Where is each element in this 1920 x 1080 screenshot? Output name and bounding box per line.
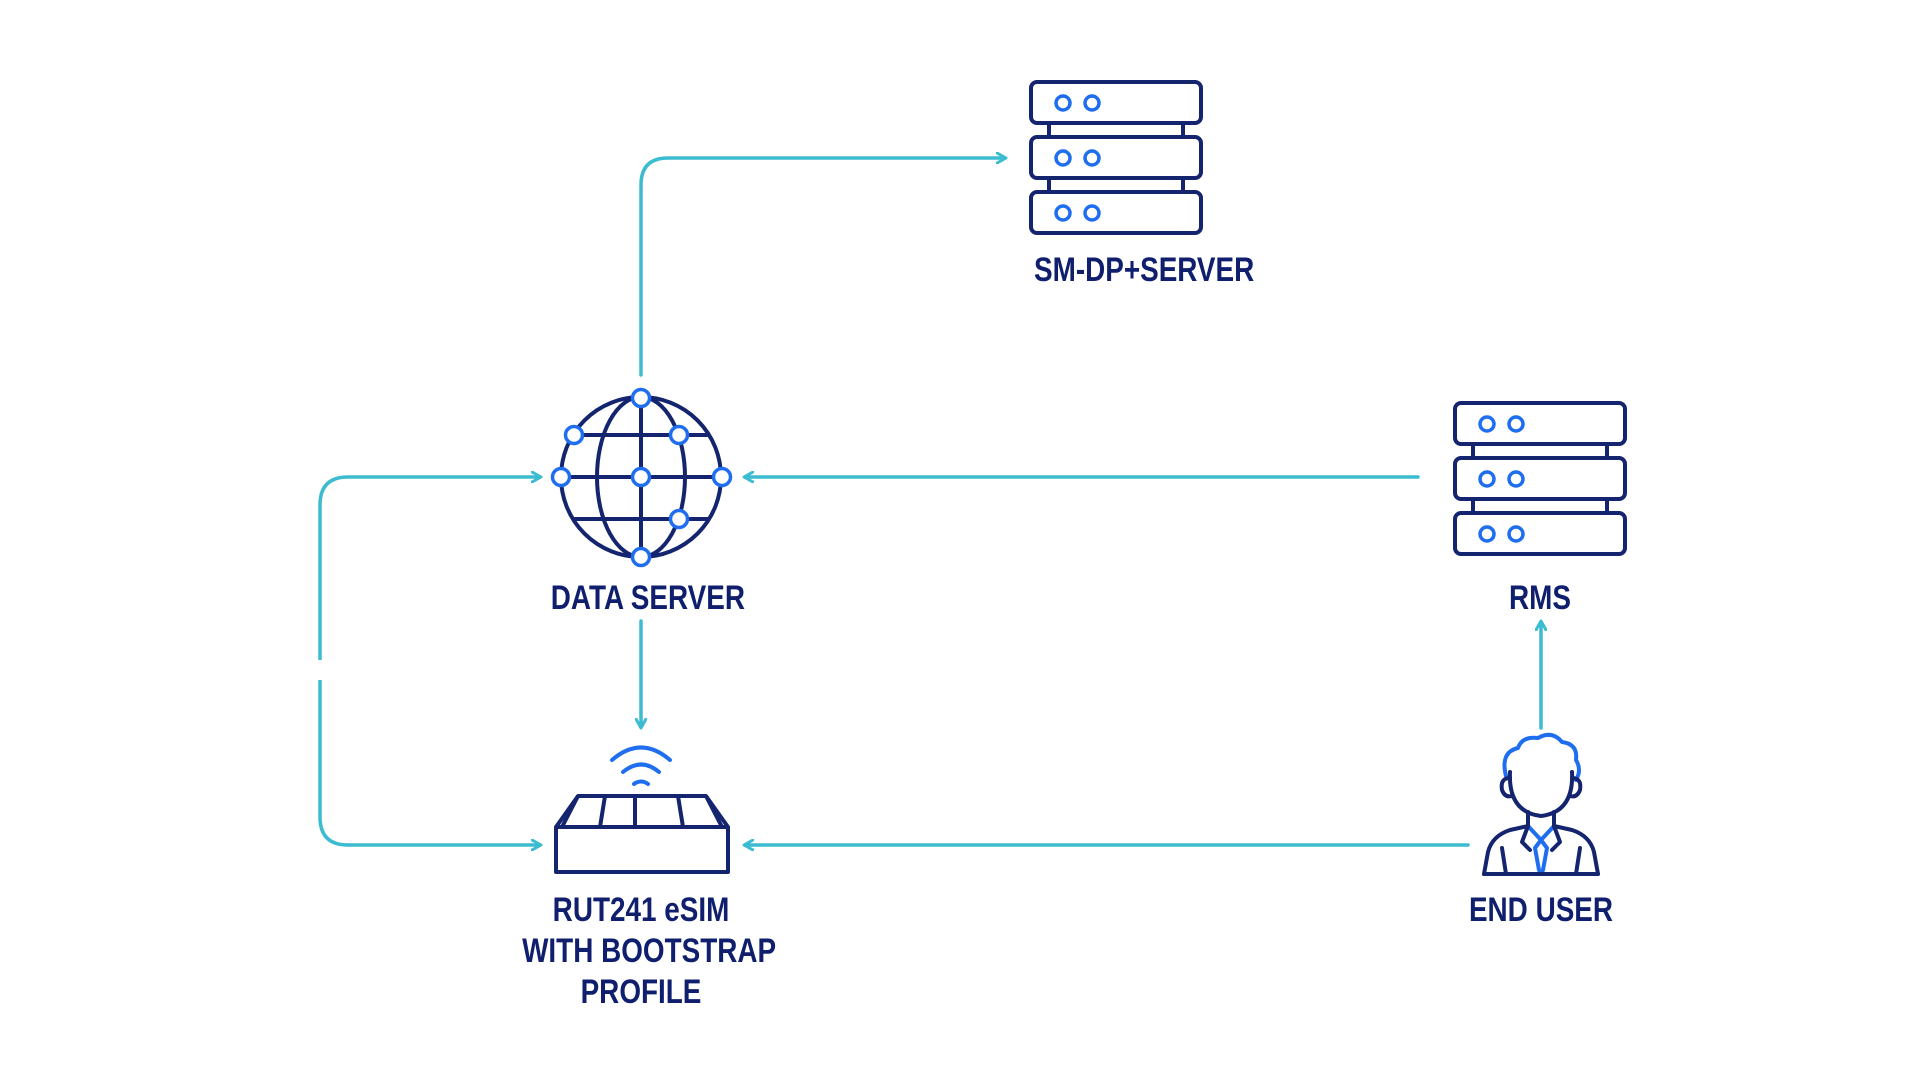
data-server-label: DATA SERVER <box>550 579 745 617</box>
rms-label: RMS <box>1509 579 1571 617</box>
server-stack-icon <box>1029 80 1203 235</box>
arrow-loop-line <box>318 477 540 847</box>
server-stack-icon <box>1453 401 1627 556</box>
router-icon <box>554 745 730 874</box>
router-label-line-1: RUT241 eSIM <box>552 891 730 929</box>
globe-network-icon <box>550 387 733 568</box>
router-label-line-3: PROFILE <box>580 973 702 1011</box>
router-label: RUT241 eSIM WITH BOOTSTRAP PROFILE <box>522 890 777 1013</box>
router-label-line-2: WITH BOOTSTRAP <box>522 932 777 970</box>
sm-dp-server-label: SM-DP+SERVER <box>1034 251 1255 289</box>
end-user-label: END USER <box>1468 891 1614 929</box>
arrow-data-server-to-smdp <box>639 158 1005 377</box>
user-icon <box>1482 732 1600 876</box>
